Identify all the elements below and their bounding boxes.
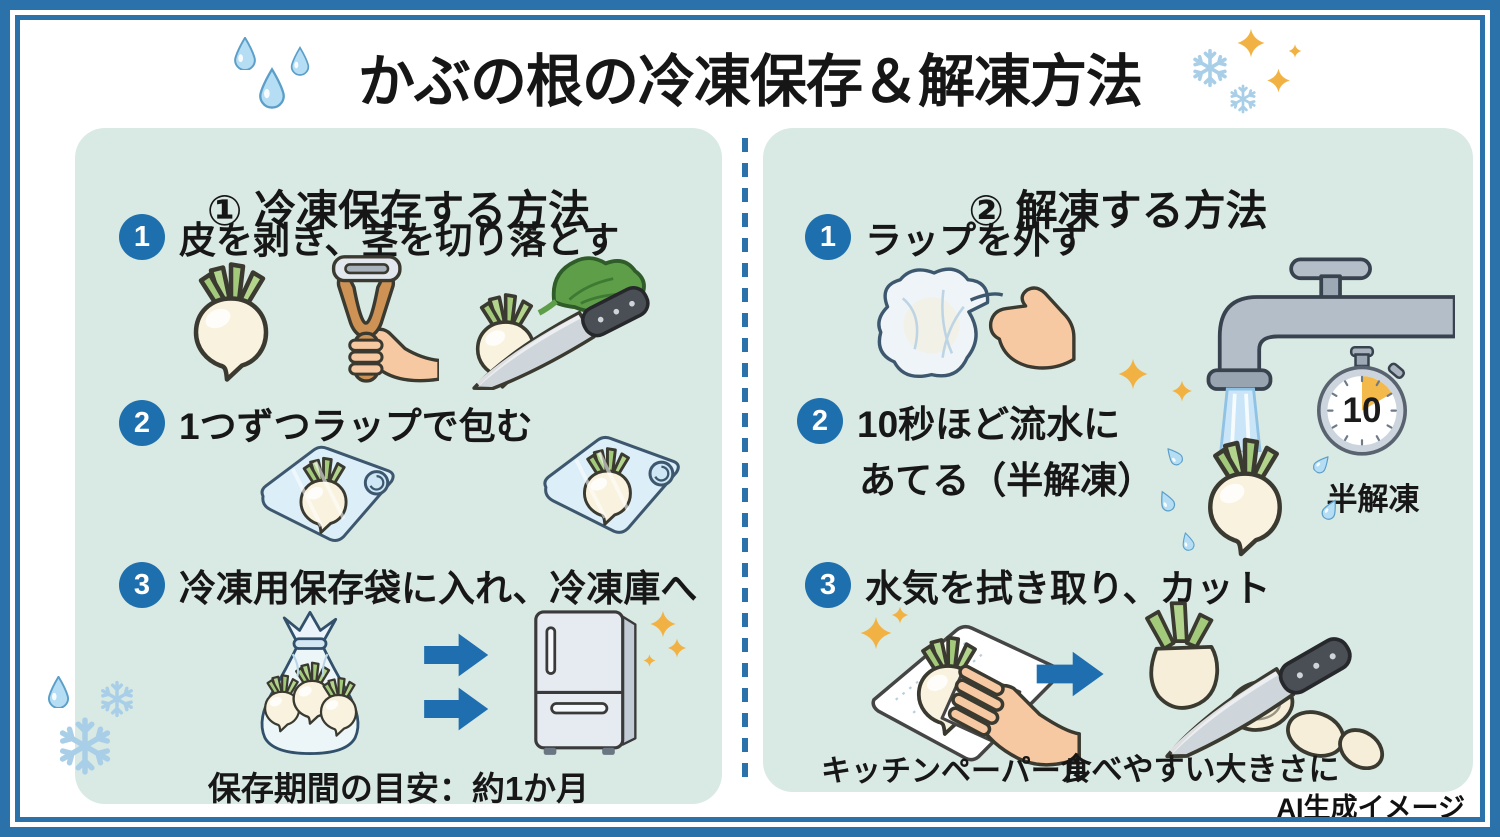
towel-caption: キッチンペーパール [821, 755, 1091, 788]
arrow-right-icon [1036, 651, 1104, 697]
freeze-panel: ① 冷凍保存する方法 1 皮を剥き、茎を切り落とす 2 1つずつラップで包む 3… [75, 128, 722, 804]
wrapped-turnip-icon [527, 428, 697, 542]
thaw-step-2: 2 10秒ほど流水に [797, 394, 1120, 448]
water-drop-icon [48, 676, 69, 708]
step-label: 皮を剥き、茎を切り落とす [179, 220, 620, 261]
unwrap-icon [877, 267, 1076, 379]
step-label: ラップを外す [865, 220, 1087, 261]
snowflakes-sparkles-icon [1190, 28, 1302, 114]
knife-slices-icon [1125, 590, 1421, 770]
thaw-panel: ② 解凍する方法 1 ラップを外す 2 10秒ほど流水に あてる（半解凍） 10… [763, 128, 1473, 792]
knife-cut-stems-icon [459, 252, 657, 390]
step-number-badge: 2 [797, 398, 843, 444]
step-label: 10秒ほど流水に [857, 404, 1121, 445]
arrow-right-icon [424, 687, 489, 731]
storage-period-note: 保存期間の目安：約1か月 [207, 770, 590, 804]
freezer-bag-icon [233, 604, 387, 764]
half-thawed-label: 半解凍 [1326, 482, 1420, 517]
step-label: 1つずつラップで包む [179, 406, 533, 447]
freeze-panel-title: ① 冷凍保存する方法 [206, 186, 591, 234]
turnip-icon [181, 258, 281, 384]
sparkle-icon [643, 610, 686, 667]
freeze-step-3: 3 冷凍用保存袋に入れ、冷凍庫へ [119, 558, 697, 612]
freeze-step-2: 2 1つずつラップで包む [119, 396, 533, 450]
panel-divider [742, 138, 748, 786]
step-number-badge: 3 [119, 562, 165, 608]
step-number-badge: 1 [119, 214, 165, 260]
page-title: かぶの根の冷凍保存＆解凍方法 [358, 50, 1143, 114]
arrow-right-icon [424, 633, 489, 677]
thaw-step-1: 1 ラップを外す [805, 210, 1087, 264]
wrapped-turnip-icon [243, 438, 413, 550]
snowflake-icon [98, 680, 136, 718]
peeler-icon [331, 255, 439, 383]
cut-caption: 食べやすい大きさに [1060, 752, 1340, 787]
stopwatch-value: 10 [1342, 391, 1382, 430]
step-number-badge: 1 [805, 214, 851, 260]
step-label: 水気を拭き取り、カット [865, 568, 1271, 609]
ai-credit-label: AI生成イメージ [1276, 793, 1465, 823]
freeze-step-1: 1 皮を剥き、茎を切り落とす [119, 210, 619, 264]
step-number-badge: 2 [119, 400, 165, 446]
thaw-step-3: 3 水気を拭き取り、カット [805, 558, 1271, 612]
snowflake-icon [55, 716, 115, 776]
step-number-badge: 3 [805, 562, 851, 608]
thaw-panel-title: ② 解凍する方法 [968, 186, 1268, 234]
refrigerator-icon [534, 610, 637, 757]
step-label-line2: あてる（半解凍） [859, 460, 1155, 501]
step-label: 冷凍用保存袋に入れ、冷凍庫へ [179, 568, 698, 609]
splash-drops-icon [1155, 444, 1342, 553]
